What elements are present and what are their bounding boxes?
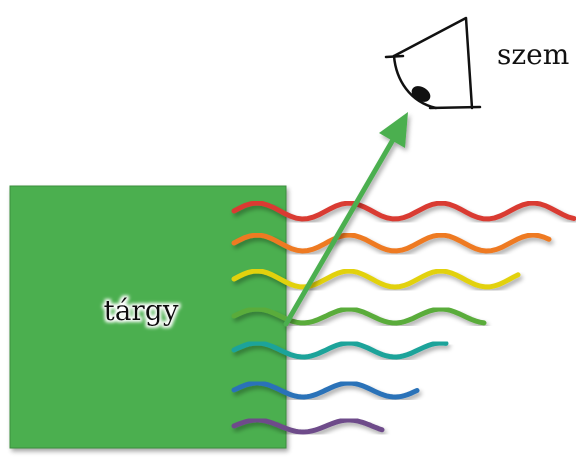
- object-label: tárgy: [103, 294, 178, 327]
- eye-label: szem: [497, 38, 569, 71]
- eye-icon: [386, 18, 480, 108]
